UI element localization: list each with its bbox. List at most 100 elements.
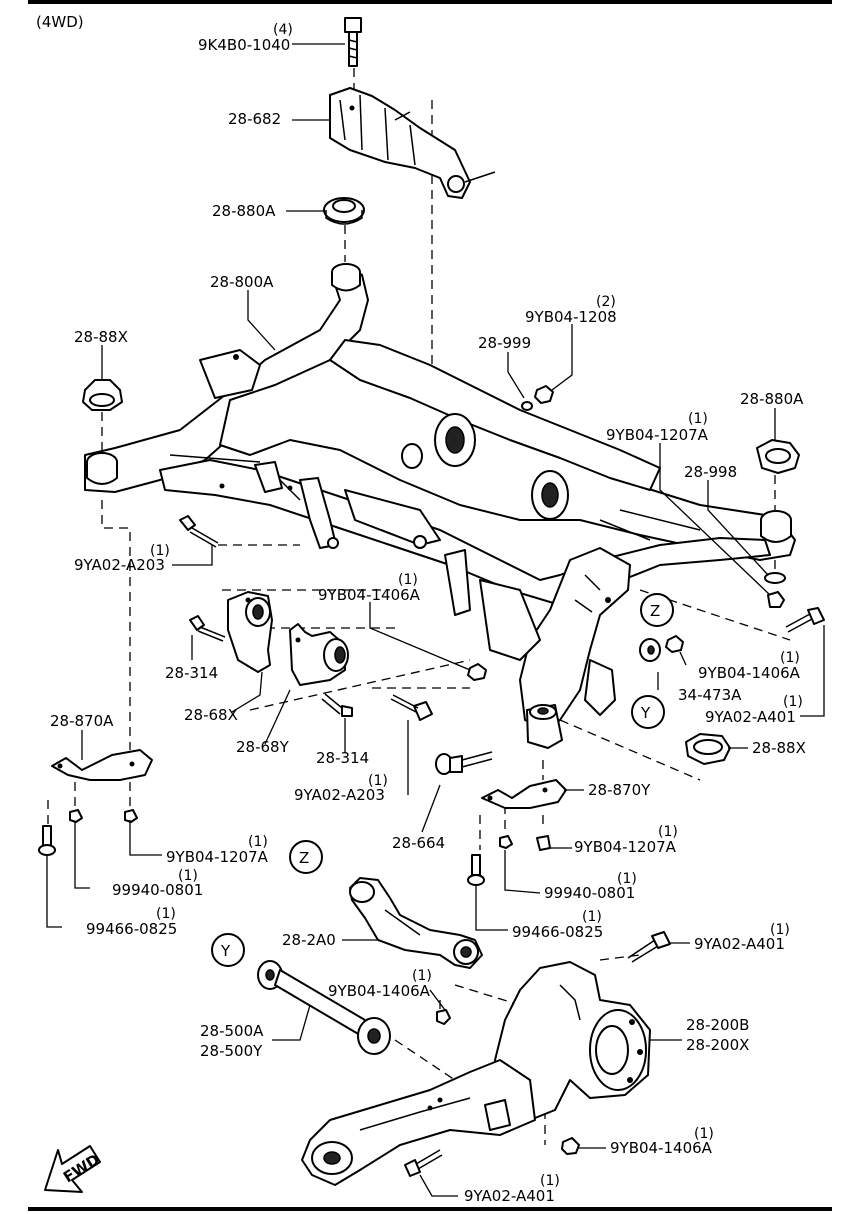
svg-text:(1): (1) [582, 909, 602, 925]
svg-text:28-68X: 28-68X [184, 706, 238, 724]
bracket-28-682 [329, 87, 496, 199]
svg-text:28-880A: 28-880A [740, 390, 804, 408]
fwd-arrow: FWD [44, 1145, 103, 1193]
svg-text:28-664: 28-664 [392, 834, 445, 852]
lower-link-28-500 [257, 960, 391, 1055]
upper-arm-28-2a0 [349, 877, 483, 969]
svg-text:(2): (2) [596, 294, 616, 310]
svg-text:(1): (1) [368, 773, 388, 789]
svg-text:28-88X: 28-88X [74, 328, 128, 346]
svg-text:28-314: 28-314 [316, 749, 369, 767]
svg-text:99466-0825: 99466-0825 [86, 920, 177, 938]
svg-text:9YB04-1406A: 9YB04-1406A [610, 1139, 713, 1157]
nut-9yb04-1208 [534, 385, 554, 404]
svg-text:(1): (1) [178, 868, 198, 884]
svg-text:9YA02-A401: 9YA02-A401 [464, 1187, 555, 1205]
plate-28-870y [481, 779, 567, 809]
svg-text:28-314: 28-314 [165, 664, 218, 682]
part-labels: (4) 9K4B0-1040 28-682 28-880A 28-800A 28… [50, 22, 806, 1205]
svg-text:(1): (1) [783, 694, 803, 710]
svg-text:(1): (1) [617, 871, 637, 887]
knuckle-28-200 [494, 961, 651, 1121]
svg-text:9YB04-1208: 9YB04-1208 [525, 308, 617, 326]
nut-99940-0801-right [499, 835, 513, 849]
bottom-border [28, 1207, 832, 1211]
svg-text:9YB04-1406A: 9YB04-1406A [698, 664, 801, 682]
svg-text:9YB04-1406A: 9YB04-1406A [318, 586, 421, 604]
nut-9yb04-1207a-right [767, 591, 785, 608]
svg-text:9YB04-1207A: 9YB04-1207A [166, 848, 269, 866]
crossmember-rear-bracket [479, 547, 631, 731]
svg-text:28-999: 28-999 [478, 334, 531, 352]
bolt-28-664 [435, 751, 493, 775]
bolt-9ya02-a203-left [179, 515, 219, 548]
nut-99940-0801-left [69, 809, 83, 823]
svg-text:28-998: 28-998 [684, 463, 737, 481]
trailing-arm [301, 1059, 536, 1186]
mount-28-88x-left [82, 379, 123, 411]
svg-text:28-870A: 28-870A [50, 712, 114, 730]
svg-text:28-500Y: 28-500Y [200, 1042, 263, 1060]
svg-text:9YA02-A203: 9YA02-A203 [74, 556, 165, 574]
top-border [28, 0, 832, 4]
svg-text:28-68Y: 28-68Y [236, 738, 290, 756]
bolt-9ya02-a401-bottom [404, 1149, 443, 1177]
svg-text:(1): (1) [248, 834, 268, 850]
svg-text:9YA02-A401: 9YA02-A401 [705, 708, 796, 726]
mount-28-880a-right [756, 439, 800, 474]
svg-text:9YB04-1406A: 9YB04-1406A [328, 982, 431, 1000]
svg-text:28-500A: 28-500A [200, 1022, 264, 1040]
circle-y-lower-link: Y [211, 933, 245, 967]
nut-9yb04-1406a-bottom [561, 1137, 580, 1155]
bolt-9k4b0-1040 [344, 17, 362, 67]
svg-text:9K4B0-1040: 9K4B0-1040 [198, 36, 290, 54]
svg-text:(4): (4) [273, 22, 293, 38]
svg-text:(1): (1) [780, 650, 800, 666]
svg-text:(1): (1) [398, 572, 418, 588]
svg-text:9YA02-A401: 9YA02-A401 [694, 935, 785, 953]
plate-28-870a [51, 749, 153, 781]
svg-text:28-88X: 28-88X [752, 739, 806, 757]
svg-text:28-682: 28-682 [228, 110, 281, 128]
svg-text:28-800A: 28-800A [210, 273, 274, 291]
washer-28-998 [764, 572, 786, 584]
bolt-28-314-right [321, 693, 353, 717]
svg-text:Z: Z [299, 849, 309, 867]
bolt-9ya02-a401-low [627, 931, 671, 963]
svg-text:9YB04-1207A: 9YB04-1207A [574, 838, 677, 856]
svg-text:(1): (1) [156, 906, 176, 922]
svg-text:99940-0801: 99940-0801 [544, 884, 635, 902]
circle-z-marker: Z [640, 593, 674, 627]
nut-9yb04-1406a-mid [467, 663, 487, 681]
svg-text:99466-0825: 99466-0825 [512, 923, 603, 941]
bolt-28-314-left [189, 615, 226, 642]
svg-text:Y: Y [220, 942, 231, 960]
variant-label: (4WD) [36, 13, 84, 31]
svg-text:(1): (1) [150, 543, 170, 559]
washer-28-999 [521, 401, 533, 411]
nut-9yb04-1207a-left [124, 809, 138, 823]
svg-text:(1): (1) [658, 824, 678, 840]
svg-text:99940-0801: 99940-0801 [112, 881, 203, 899]
svg-text:Z: Z [650, 602, 660, 620]
svg-text:(1): (1) [540, 1173, 560, 1189]
svg-text:28-200X: 28-200X [686, 1036, 749, 1054]
mount-28-88x-right [685, 733, 731, 765]
svg-text:28-200B: 28-200B [686, 1016, 749, 1034]
svg-text:9YB04-1207A: 9YB04-1207A [606, 426, 709, 444]
svg-text:28-870Y: 28-870Y [588, 781, 651, 799]
bolt-99466-0825-left [38, 825, 56, 856]
svg-text:(1): (1) [412, 968, 432, 984]
bolt-99466-0825-right [467, 854, 485, 886]
svg-text:(1): (1) [688, 411, 708, 427]
bushing-28-68y [289, 623, 349, 686]
bushing-28-68x [227, 591, 273, 673]
svg-text:Y: Y [640, 704, 651, 722]
nut-9yb04-1406a-right [665, 635, 684, 653]
nut-9yb04-1406a-low [436, 1009, 451, 1025]
washer-34-473a [639, 638, 661, 662]
svg-text:34-473A: 34-473A [678, 686, 742, 704]
svg-text:(1): (1) [770, 922, 790, 938]
bolt-9ya02-a401-right [785, 607, 825, 633]
